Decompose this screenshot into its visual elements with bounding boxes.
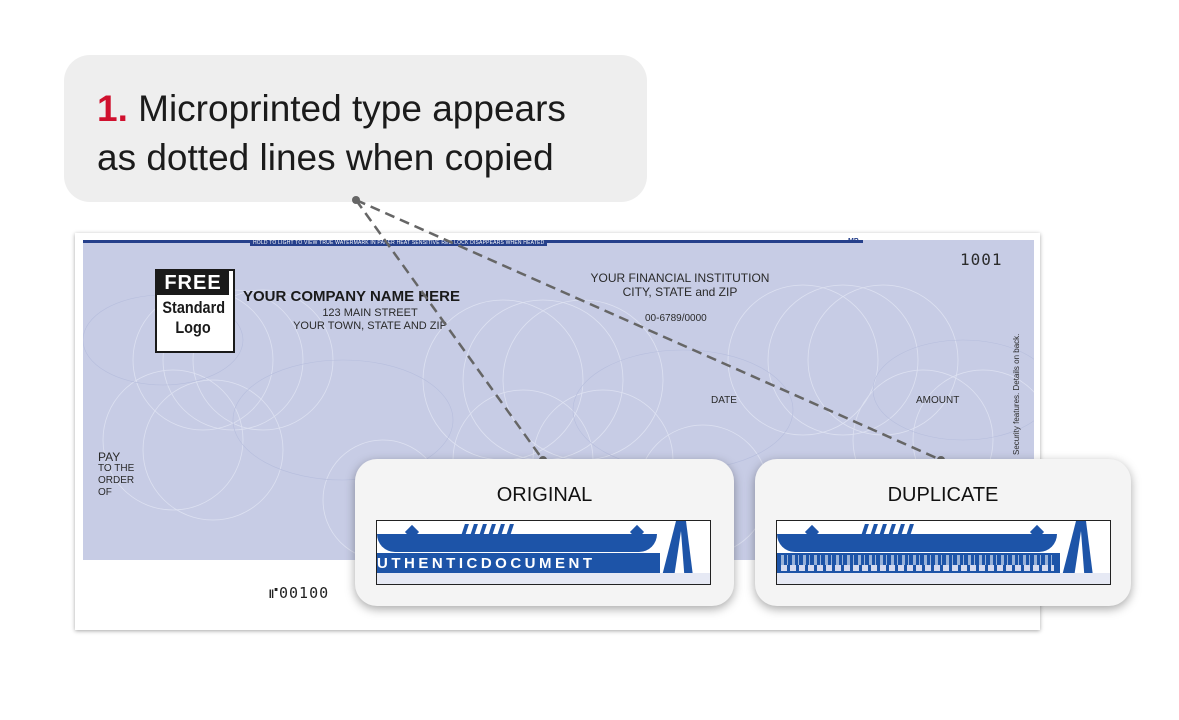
callout-bubble: [64, 55, 647, 202]
amount-label: AMOUNT: [916, 395, 960, 406]
spike-ornament: [660, 521, 694, 584]
logo-text: Standard Logo: [162, 298, 226, 338]
bank-name: YOUR FINANCIAL INSTITUTION: [590, 271, 770, 285]
ribbon-band: [377, 534, 657, 552]
mp-seal-mark: MP: [848, 238, 859, 245]
logo-free-label: FREE: [157, 271, 229, 295]
duplicate-title: DUPLICATE: [887, 484, 999, 506]
sample-bottom: [777, 573, 1110, 584]
date-label: DATE: [711, 395, 737, 406]
stripe-row: [861, 523, 917, 541]
microprint-border-line: HOLD TO LIGHT TO VIEW TRUE WATERMARK IN …: [250, 240, 548, 246]
callout-line-1: Microprinted type appears: [138, 88, 566, 129]
duplicate-microprint-sample: [776, 520, 1111, 585]
order-label: ORDER: [98, 475, 135, 486]
microprint-band: [377, 553, 660, 573]
original-microprint-sample: UTHENTICDOCUMENT: [376, 520, 711, 585]
company-name: YOUR COMPANY NAME HERE: [243, 288, 460, 305]
security-note: Security features. Details on back.: [1012, 333, 1021, 455]
ribbon-band: [777, 534, 1057, 552]
to-the-order-of: TO THE ORDER OF: [98, 463, 134, 499]
logo-line-2: Logo: [175, 318, 211, 337]
sample-bottom: [377, 573, 710, 584]
original-title: ORIGINAL: [496, 484, 593, 506]
micr-line: ⑈00100: [269, 584, 330, 602]
to-the-label: TO THE: [98, 463, 135, 474]
dotted-copy-artifact: [781, 565, 1054, 571]
logo-line-1: Standard: [162, 298, 226, 317]
spike-ornament: [1060, 521, 1094, 584]
callout-line-2: as dotted lines when copied: [97, 137, 554, 178]
company-street: 123 MAIN STREET: [322, 307, 418, 319]
company-city: YOUR TOWN, STATE AND ZIP: [293, 320, 447, 332]
microprint-text: UTHENTICDOCUMENT: [377, 555, 596, 572]
callout-number: 1.: [97, 88, 128, 129]
stripe-row: [461, 523, 517, 541]
bank-city: CITY, STATE and ZIP: [622, 285, 738, 299]
check-number: 1001: [960, 250, 1003, 269]
pay-label: PAY: [98, 450, 121, 464]
callout-text: 1. Microprinted type appears as dotted l…: [97, 84, 637, 182]
of-label: OF: [98, 487, 112, 498]
routing-fraction: 00-6789/0000: [645, 313, 707, 324]
